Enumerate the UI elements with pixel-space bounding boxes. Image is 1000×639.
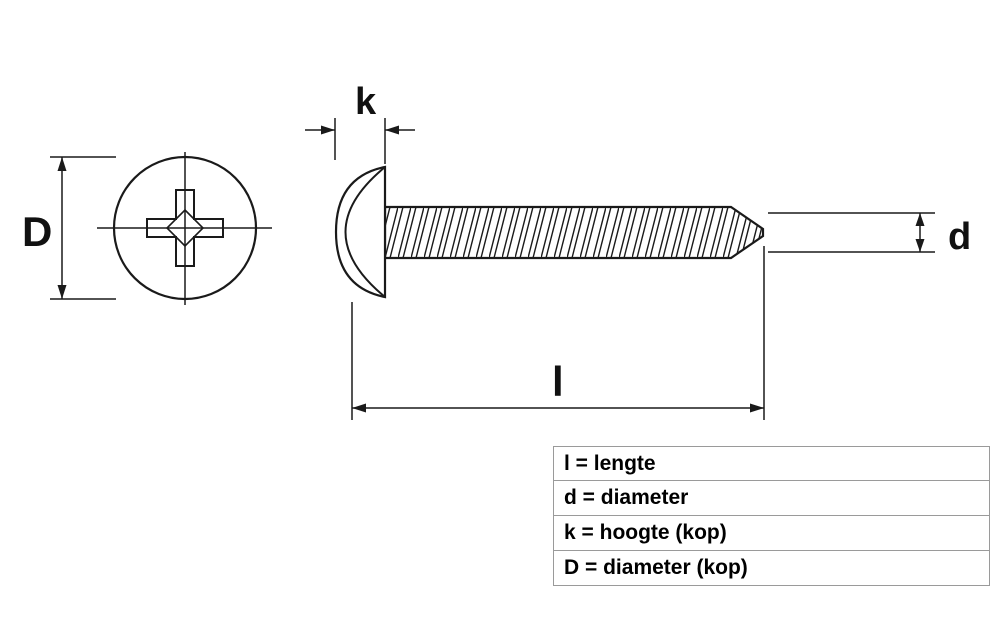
arrowhead-up: [915, 213, 925, 226]
label-D: D: [22, 208, 52, 255]
screw-side-view: [334, 165, 765, 299]
arrowhead-left: [385, 125, 399, 135]
screw-front-view: [97, 152, 272, 305]
arrowhead-right: [750, 403, 764, 413]
arrowhead-down: [57, 285, 67, 299]
head-side-profile: [334, 165, 387, 299]
threaded-shank: [383, 205, 765, 260]
legend-table: l = lengte d = diameter k = hoogte (kop)…: [553, 446, 990, 586]
head-dome-crown-line: [344, 166, 386, 298]
legend-row-lengte: l = lengte: [553, 446, 990, 481]
phillips-recess-center-diamond: [165, 208, 205, 248]
legend-row-hoogte-kop: k = hoogte (kop): [553, 516, 990, 551]
arrowhead-down: [915, 239, 925, 252]
dimension-l: l: [351, 246, 765, 420]
dimension-d: d: [768, 212, 971, 258]
dimension-k: k: [305, 81, 415, 164]
arrowhead-up: [57, 157, 67, 171]
legend-row-diameter: d = diameter: [553, 481, 990, 516]
head-outline-circle: [112, 155, 258, 301]
legend-row-diameter-kop: D = diameter (kop): [553, 551, 990, 586]
arrowhead-left: [352, 403, 366, 413]
label-d: d: [948, 216, 971, 258]
label-k: k: [355, 81, 377, 123]
arrowhead-right: [321, 125, 335, 135]
label-l: l: [552, 358, 564, 405]
dimension-D: D: [22, 156, 116, 300]
